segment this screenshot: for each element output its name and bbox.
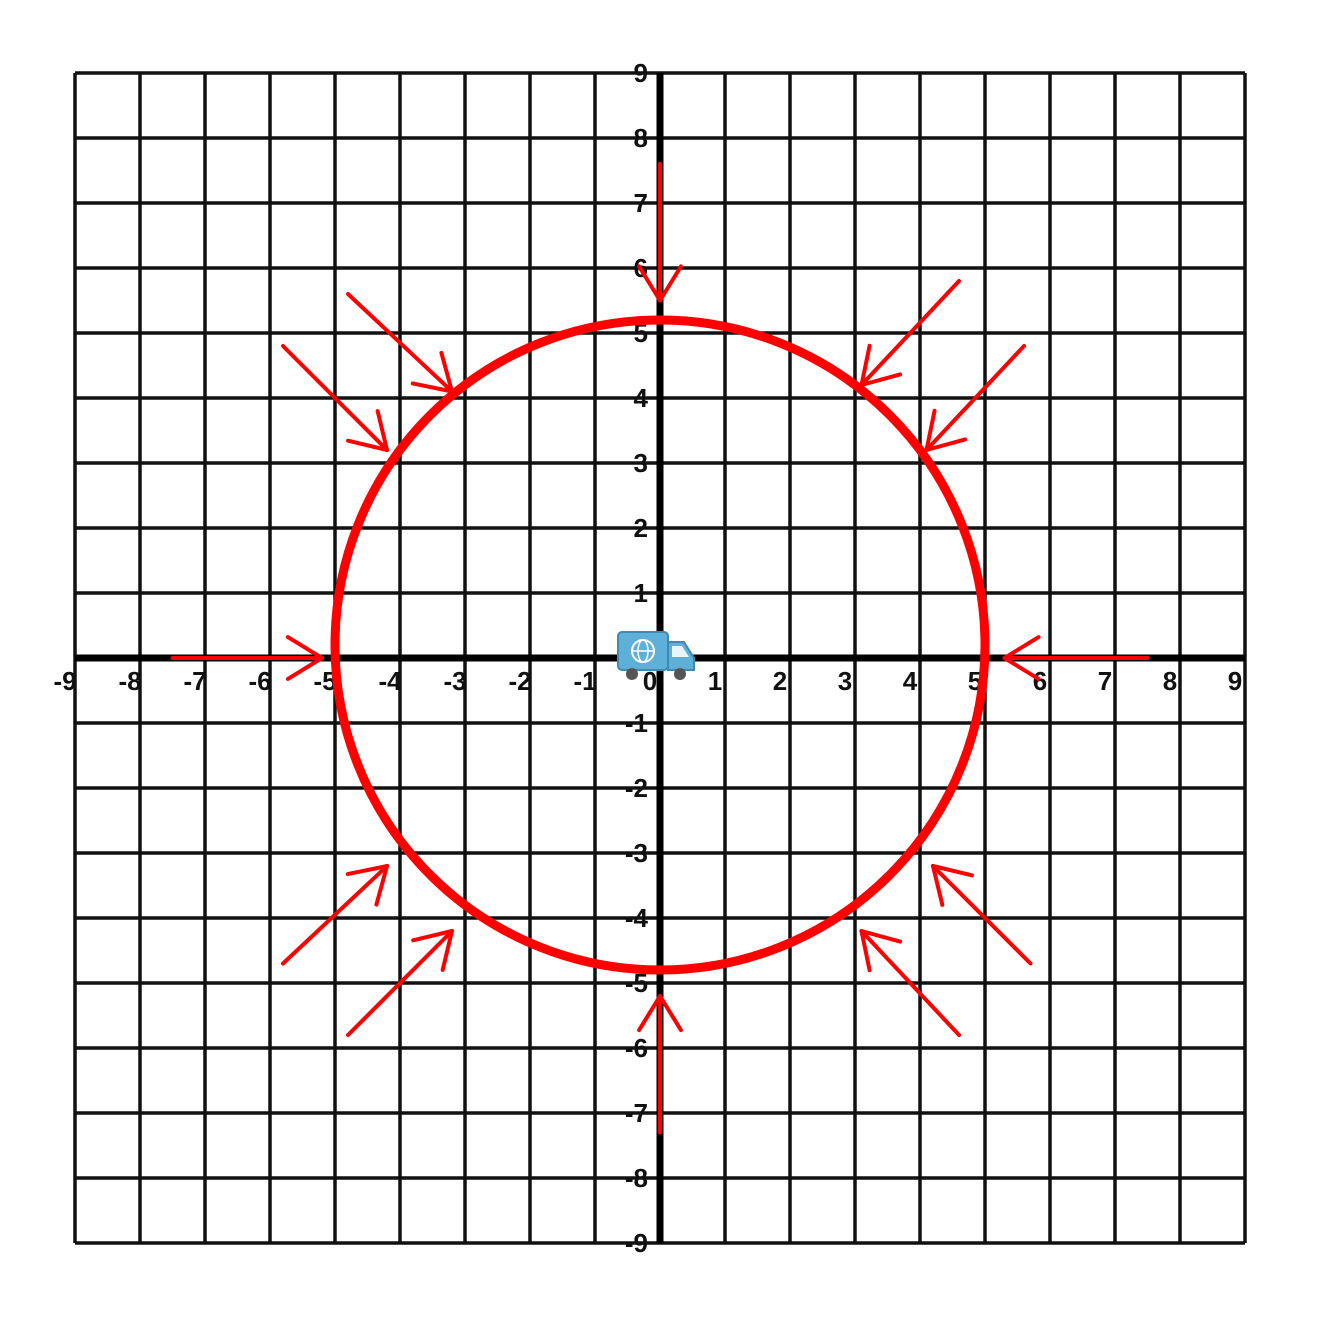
- arrow-head-stroke: [637, 264, 662, 303]
- truck-marker: [617, 631, 695, 680]
- x-tick-label: -4: [378, 666, 402, 696]
- arrow-shaft: [931, 864, 1033, 966]
- red-arrow: [170, 635, 324, 681]
- arrow-head-stroke: [931, 864, 945, 907]
- y-tick-label: 8: [634, 123, 648, 153]
- y-tick-label: -5: [625, 968, 648, 998]
- x-tick-label: -3: [443, 666, 466, 696]
- arrow-head-stroke: [658, 994, 683, 1033]
- arrow-head-stroke: [410, 381, 454, 394]
- x-tick-label: -1: [573, 666, 596, 696]
- arrow-head-stroke: [859, 929, 872, 973]
- arrow-head-stroke: [931, 864, 974, 878]
- red-arrow: [859, 279, 961, 387]
- x-tick-label: 7: [1098, 666, 1112, 696]
- x-tick-label: 9: [1228, 666, 1242, 696]
- arrow-head-stroke: [859, 372, 903, 387]
- arrow-head-stroke: [1002, 656, 1041, 681]
- y-tick-label: -6: [625, 1033, 648, 1063]
- arrow-head-stroke: [924, 437, 968, 452]
- y-tick-label: -1: [625, 708, 648, 738]
- red-arrow: [637, 994, 683, 1135]
- y-tick-label: 7: [634, 188, 648, 218]
- arrow-head-stroke: [374, 864, 389, 907]
- truck-window: [672, 646, 689, 657]
- x-tick-label: -5: [313, 666, 336, 696]
- arrow-shaft: [281, 344, 389, 452]
- red-arrow: [346, 929, 454, 1037]
- y-tick-label: 4: [634, 383, 649, 413]
- arrow-head-stroke: [658, 264, 683, 303]
- x-tick-label: -6: [248, 666, 271, 696]
- arrow-head-stroke: [859, 929, 903, 944]
- globe-meridian: [637, 639, 649, 663]
- arrow-head-stroke: [345, 864, 389, 877]
- red-arrow: [346, 292, 454, 394]
- x-tick-label: 8: [1163, 666, 1177, 696]
- y-tick-label: -9: [625, 1228, 648, 1258]
- x-tick-label: 6: [1033, 666, 1047, 696]
- arrow-head-stroke: [439, 350, 454, 394]
- arrow-shaft: [859, 279, 961, 387]
- red-arrow: [281, 344, 389, 452]
- x-tick-label: 4: [903, 666, 918, 696]
- arrow-head-stroke: [411, 929, 454, 943]
- truck-wheel: [674, 668, 686, 680]
- y-tick-label: 3: [634, 448, 648, 478]
- y-tick-label: 2: [634, 513, 648, 543]
- y-tick-label: -7: [625, 1098, 648, 1128]
- arrow-shaft: [281, 864, 389, 966]
- y-tick-label: -4: [625, 903, 649, 933]
- delivery-truck-icon: [617, 631, 695, 680]
- red-arrow: [931, 864, 1033, 966]
- y-tick-label: 1: [634, 578, 648, 608]
- arrow-head-stroke: [375, 409, 389, 452]
- arrow-head-stroke: [285, 635, 324, 660]
- red-arrow: [859, 929, 961, 1037]
- red-arrow: [1002, 635, 1150, 681]
- tick-labels: -9-8-7-6-5-4-3-2-10123456789987654321-1-…: [53, 58, 1242, 1258]
- arrow-shaft: [859, 929, 961, 1037]
- x-tick-label: 2: [773, 666, 787, 696]
- red-arrow: [637, 162, 683, 303]
- arrow-head-stroke: [637, 994, 662, 1033]
- truck-wheel: [626, 668, 638, 680]
- arrow-head-stroke: [285, 656, 324, 681]
- arrow-shaft: [346, 929, 454, 1037]
- y-tick-label: -3: [625, 838, 648, 868]
- arrow-shaft: [346, 292, 454, 394]
- arrow-head-stroke: [440, 929, 454, 972]
- red-arrow: [281, 864, 389, 966]
- x-tick-label: -8: [118, 666, 141, 696]
- x-tick-label: 3: [838, 666, 852, 696]
- x-tick-label: -9: [53, 666, 76, 696]
- arrow-shaft: [924, 344, 1026, 452]
- arrow-head-stroke: [859, 343, 872, 387]
- y-tick-label: 5: [634, 318, 648, 348]
- circle-and-arrows: [170, 162, 1150, 1135]
- arrow-head-stroke: [346, 438, 389, 452]
- x-tick-label: 0: [643, 666, 657, 696]
- red-arrow: [924, 344, 1026, 452]
- y-tick-label: -8: [625, 1163, 648, 1193]
- red-circle: [330, 315, 990, 975]
- y-tick-label: 9: [634, 58, 648, 88]
- x-tick-label: -2: [508, 666, 531, 696]
- y-tick-label: -2: [625, 773, 648, 803]
- x-tick-label: -7: [183, 666, 206, 696]
- arrow-head-stroke: [924, 408, 937, 452]
- arrow-head-stroke: [1002, 635, 1041, 660]
- x-tick-label: 1: [708, 666, 722, 696]
